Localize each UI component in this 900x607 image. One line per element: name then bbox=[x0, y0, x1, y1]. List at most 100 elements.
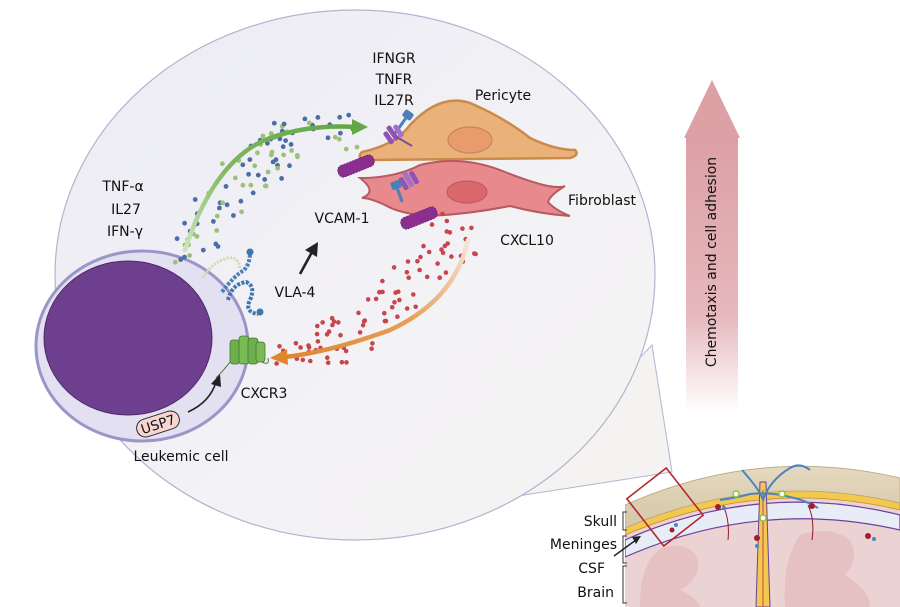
chemokine-particle bbox=[429, 222, 435, 227]
cytokine-particle bbox=[287, 163, 292, 169]
chemokine-particle bbox=[404, 306, 410, 311]
cytokine-particle bbox=[192, 197, 198, 202]
cytokine-particle bbox=[336, 136, 342, 142]
leukemic-cell-label: Leukemic cell bbox=[133, 449, 228, 465]
chemokine-particle bbox=[365, 297, 371, 302]
receptor-label-il27r: IL27R bbox=[374, 93, 414, 109]
chemokine-particle bbox=[413, 304, 419, 310]
chemokine-particle bbox=[338, 332, 343, 338]
chemokine-particle bbox=[377, 289, 382, 295]
chemokine-particle bbox=[356, 310, 361, 316]
cytokine-particle bbox=[332, 134, 338, 140]
receptor-label-tnfr: TNFR bbox=[375, 72, 413, 88]
cytokine-particle bbox=[271, 120, 277, 126]
signal-label-ifng: IFN-γ bbox=[107, 224, 143, 240]
cytokine-particle bbox=[246, 171, 252, 177]
chemokine-particle bbox=[293, 341, 299, 346]
vla4-integrin-icon bbox=[201, 248, 264, 316]
cytokine-particle bbox=[214, 213, 220, 219]
leukemic-cell: USP7 bbox=[34, 248, 269, 443]
cytokine-particle bbox=[338, 130, 343, 136]
nucleus bbox=[43, 260, 213, 416]
effect-arrow-shaft bbox=[686, 137, 738, 412]
chemokine-particle bbox=[298, 345, 303, 350]
chemokine-particle bbox=[472, 251, 477, 256]
chemokine-particle bbox=[406, 275, 412, 281]
cytokine-particle bbox=[281, 121, 287, 127]
cytokine-particle bbox=[294, 153, 300, 158]
csf-arrowhead-icon bbox=[632, 536, 641, 544]
chemokine-particle bbox=[325, 355, 330, 361]
cytokine-particle bbox=[280, 144, 286, 150]
chemokine-particle bbox=[404, 269, 410, 275]
cytokine-particle bbox=[289, 148, 294, 153]
receptor-label-ifngr: IFNGR bbox=[372, 51, 416, 67]
layer-label-brain: Brain bbox=[577, 585, 614, 601]
chemokine-particle bbox=[443, 270, 449, 275]
chemokine-particle bbox=[320, 320, 325, 325]
chemokine-particle bbox=[336, 320, 341, 325]
cytokine-particle bbox=[288, 142, 294, 147]
chemokine-particle bbox=[314, 331, 320, 337]
chemokine-particle bbox=[426, 249, 432, 255]
cytokine-particle bbox=[346, 112, 352, 118]
cytokine-particle bbox=[265, 140, 270, 146]
pericyte-label: Pericyte bbox=[475, 88, 531, 104]
cytokine-particle bbox=[273, 157, 279, 163]
cytokine-particle bbox=[214, 228, 220, 233]
chemokine-particle bbox=[392, 300, 397, 305]
chemokine-particle bbox=[330, 322, 335, 328]
cytokine-particle bbox=[255, 172, 261, 178]
chemokine-particle bbox=[444, 229, 450, 234]
anatomy-inset bbox=[625, 464, 900, 607]
cytokine-particle bbox=[224, 202, 230, 208]
chemokine-particle bbox=[380, 278, 385, 284]
chemokine-particle bbox=[421, 243, 426, 249]
cytokine-particle bbox=[178, 257, 184, 262]
cytokine-particle bbox=[231, 213, 236, 218]
cytokine-particle bbox=[182, 254, 187, 260]
chemokine-particle bbox=[315, 323, 320, 329]
usp7-arrowhead-icon bbox=[211, 374, 221, 387]
cytokine-particle bbox=[302, 116, 308, 122]
chemokine-particle bbox=[405, 259, 411, 264]
cytokine-particle bbox=[220, 200, 226, 206]
cytokine-particle bbox=[211, 219, 216, 224]
cytokine-particle bbox=[247, 157, 253, 163]
cytokine-particle bbox=[172, 259, 178, 265]
cytokine-particle bbox=[213, 241, 219, 247]
cxcl10-label: CXCL10 bbox=[500, 233, 554, 249]
cytokine-particle bbox=[239, 209, 245, 215]
cytokine-particle bbox=[265, 169, 271, 175]
chemokine-particle bbox=[397, 297, 402, 303]
cytokine-particle bbox=[279, 176, 284, 181]
csf-arrow bbox=[613, 539, 637, 557]
cytokine-particle bbox=[275, 165, 281, 171]
chemokine-particle bbox=[274, 361, 279, 366]
cytokine-particle bbox=[260, 133, 266, 139]
chemokine-particle bbox=[449, 254, 454, 259]
chemokine-particle bbox=[325, 360, 331, 366]
cytokine-particle bbox=[240, 182, 246, 188]
cytokine-particle bbox=[238, 198, 244, 204]
cytokine-particle bbox=[315, 115, 321, 120]
chemokine-particle bbox=[369, 346, 374, 352]
layer-label-meninges: Meninges bbox=[550, 537, 617, 553]
cytokine-particle bbox=[269, 149, 275, 155]
chemokine-particle bbox=[357, 330, 363, 335]
cytokine-particle bbox=[262, 177, 268, 182]
cytokine-particle bbox=[283, 138, 288, 144]
adhesion-arrow bbox=[298, 251, 314, 275]
chemokine-particle bbox=[331, 319, 337, 324]
chemokine-particle bbox=[326, 329, 332, 334]
cytokine-particle bbox=[248, 182, 254, 188]
cytokine-particle bbox=[219, 161, 225, 167]
signal-label-tnf: TNF-α bbox=[101, 179, 143, 195]
chemokine-particle bbox=[373, 296, 379, 302]
fibroblast-nucleus bbox=[446, 180, 488, 204]
pericyte-nucleus bbox=[447, 126, 493, 154]
chemokine-particle bbox=[460, 226, 465, 231]
usp7-arrow bbox=[187, 381, 217, 413]
cytokine-particle bbox=[187, 253, 193, 258]
